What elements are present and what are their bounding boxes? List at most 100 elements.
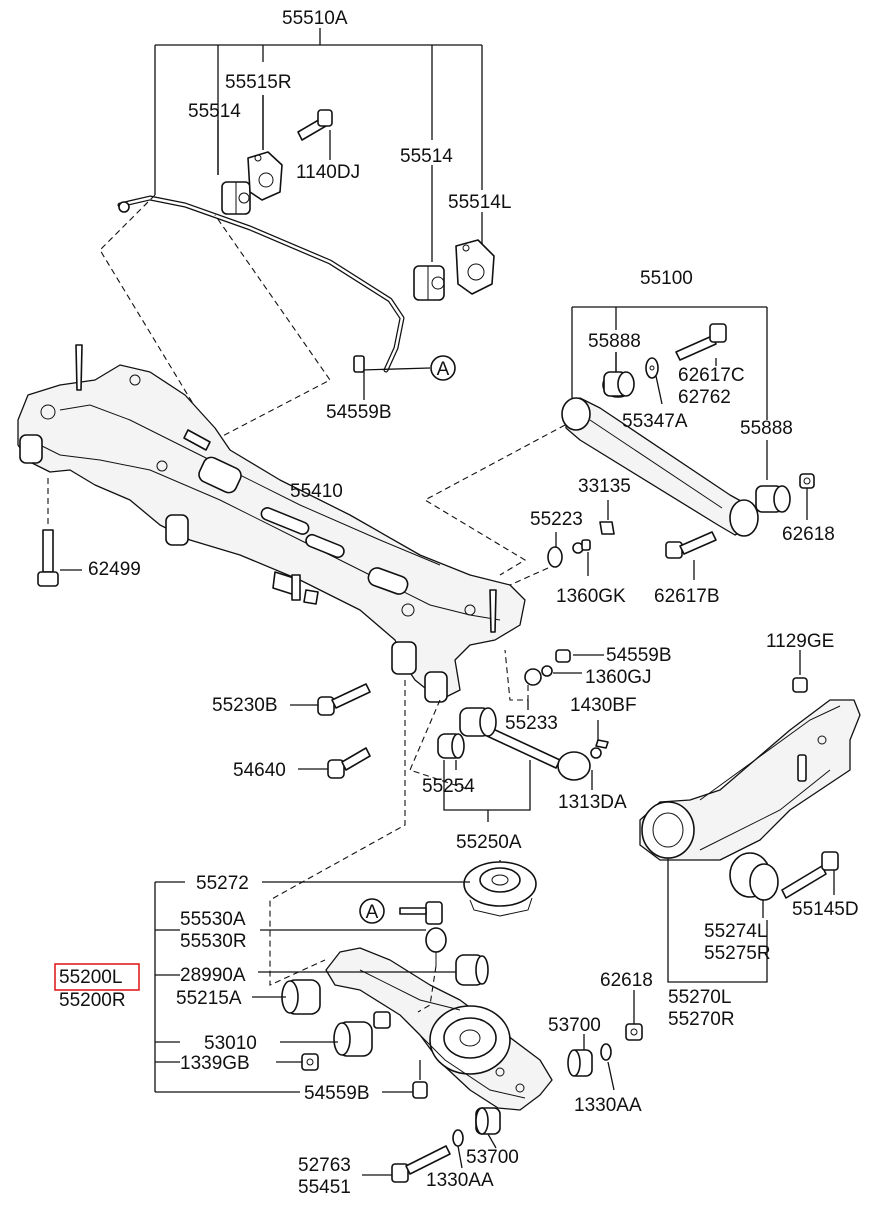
ref-callout-a-bottom-text: A (366, 902, 379, 923)
label-55270R: 55270R (668, 1009, 735, 1030)
stabilizer-bar-group: A (99, 28, 495, 441)
washer-55223-icon (547, 546, 563, 568)
highlight-box-55200L (54, 963, 140, 991)
label-55254: 55254 (422, 776, 475, 797)
ref-callout-a-top-text: A (437, 359, 450, 380)
label-33135: 33135 (578, 476, 631, 497)
label-54640: 54640 (233, 760, 286, 781)
bolt-54640-icon (327, 747, 371, 779)
label-55230B: 55230B (212, 695, 278, 716)
part-number-labels: 55510A 55515R 55514 1140DJ 55514 55514L … (54, 8, 859, 1198)
guide-line-link (409, 699, 471, 791)
label-54559B-a: 54559B (326, 402, 392, 423)
washer-1330AA-front-icon (600, 1043, 612, 1061)
bushing-55514-left-icon (221, 181, 251, 215)
spring-pad-55272-icon (463, 861, 537, 917)
nut-54559B-mid-icon (555, 649, 571, 663)
guide-line-lower (269, 680, 406, 986)
label-55233: 55233 (505, 713, 558, 734)
washer-1360GJ-icon (524, 665, 553, 686)
label-54559B-c: 54559B (304, 1083, 370, 1104)
bushing-55514-right-icon (413, 265, 445, 301)
bushing-28990A-icon (455, 954, 489, 986)
bushing-55274L-icon (729, 852, 779, 901)
lower-arm-group-55200L: A (154, 861, 643, 1183)
bolt-52763-icon (391, 1145, 451, 1183)
label-55514-b: 55514 (400, 146, 453, 167)
bushing-53700-front-icon (567, 1049, 593, 1077)
callout-leader-lines (217, 95, 835, 1176)
label-1129GE: 1129GE (766, 631, 834, 652)
bushing-53700-rear-icon (475, 1107, 501, 1135)
label-62499: 62499 (88, 559, 141, 580)
bolt-1129GE-icon (792, 650, 808, 693)
bolt-55145D-icon (781, 851, 839, 899)
ball-joint-1313DA-icon (557, 747, 602, 781)
trailing-arm-55270L (639, 650, 861, 983)
label-55410: 55410 (290, 481, 343, 502)
mounting-hardware-mid (504, 500, 615, 701)
label-53700-a: 53700 (548, 1015, 601, 1036)
label-55451: 55451 (298, 1177, 351, 1198)
label-55275R: 55275R (704, 943, 771, 964)
label-55888-b: 55888 (740, 418, 793, 439)
bolt-62617C-icon (675, 323, 727, 361)
ref-callout-a-top (430, 355, 456, 381)
label-55514L: 55514L (448, 192, 511, 213)
label-1140DJ: 1140DJ (296, 162, 360, 183)
label-55145D: 55145D (792, 899, 859, 920)
label-1339GB: 1339GB (180, 1053, 250, 1074)
label-52763: 52763 (298, 1155, 351, 1176)
bracket-55515R-icon (247, 151, 283, 201)
label-55530R: 55530R (180, 931, 247, 952)
bushing-55254-front-icon (459, 707, 497, 737)
stabilizer-link-nut-icon (353, 355, 365, 373)
label-55200L: 55200L (59, 967, 122, 988)
label-55274L: 55274L (704, 921, 767, 942)
bushing-55254-rear-icon (437, 733, 465, 759)
label-1330AA-b: 1330AA (426, 1170, 494, 1191)
label-28990A: 28990A (180, 965, 246, 986)
upper-arm-group-55100 (423, 306, 815, 576)
bushing-53010-icon (333, 1021, 373, 1057)
label-1360GK: 1360GK (556, 586, 626, 607)
bolt-55230B-icon (317, 683, 371, 716)
label-1360GJ: 1360GJ (585, 667, 652, 688)
label-55514-a: 55514 (188, 101, 241, 122)
label-55200R: 55200R (59, 990, 126, 1011)
label-55270L: 55270L (668, 987, 731, 1008)
nut-54559B-lower-icon (412, 1060, 428, 1099)
bushing-55888-upper-icon (602, 371, 635, 398)
subframe-55410 (17, 344, 526, 703)
nut-62618-lower-icon (625, 1023, 643, 1041)
label-62618-a: 62618 (782, 524, 835, 545)
label-1330AA-a: 1330AA (574, 1095, 642, 1116)
bolt-62499-icon (37, 478, 82, 587)
label-55223: 55223 (530, 509, 583, 530)
label-55888-a: 55888 (588, 331, 641, 352)
washer-1330AA-rear-icon (452, 1129, 464, 1147)
label-62617B: 62617B (654, 586, 720, 607)
bolt-1140DJ-icon (297, 109, 333, 141)
label-62762: 62762 (678, 387, 731, 408)
label-1430BF: 1430BF (570, 695, 637, 716)
label-53010: 53010 (204, 1033, 257, 1054)
bushing-55215A-icon (281, 979, 321, 1015)
label-62617C: 62617C (678, 365, 745, 386)
label-55530A: 55530A (180, 909, 246, 930)
bushing-55888-lower-icon (755, 485, 791, 513)
label-55100: 55100 (640, 268, 693, 289)
nut-1360GK-icon (572, 539, 591, 554)
ref-callout-a-bottom (359, 898, 385, 924)
bracket-55514L-icon (455, 239, 495, 295)
stabilizer-link-55530A-icon (399, 901, 447, 1013)
washer-55347A-icon (645, 357, 659, 379)
label-1313DA: 1313DA (558, 792, 627, 813)
toe-link-group-55250A (437, 707, 609, 822)
label-55272: 55272 (196, 873, 249, 894)
label-53700-b: 53700 (466, 1147, 519, 1168)
label-54559B-b: 54559B (606, 645, 672, 666)
label-55510A: 55510A (282, 8, 348, 29)
